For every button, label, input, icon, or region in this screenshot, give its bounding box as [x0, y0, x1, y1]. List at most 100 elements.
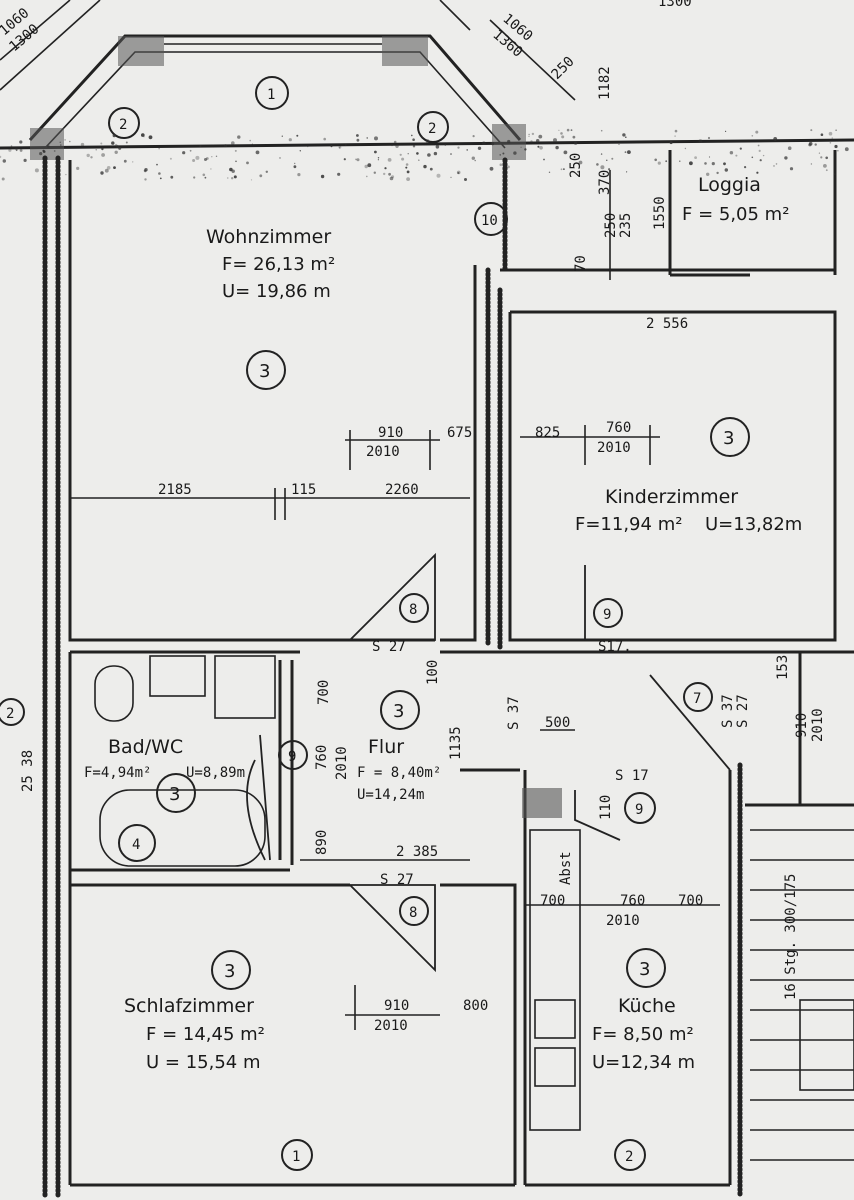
- marker-4-bath: 4: [118, 824, 156, 862]
- speck: [566, 128, 570, 132]
- speck: [297, 173, 301, 177]
- dim-760-k2: 760: [620, 893, 645, 909]
- speck: [47, 145, 50, 148]
- speck: [657, 161, 661, 165]
- speck: [507, 139, 511, 144]
- speck: [299, 150, 301, 152]
- speck: [507, 165, 510, 169]
- loggia-name: Loggia: [698, 174, 761, 196]
- dim-235: 235: [618, 213, 634, 238]
- speck: [76, 166, 80, 170]
- speck: [773, 165, 775, 167]
- speck: [834, 144, 838, 149]
- dim-700-b: 700: [316, 680, 332, 705]
- speck: [729, 151, 734, 155]
- dim-500: 500: [545, 715, 570, 731]
- speck: [377, 159, 379, 161]
- speck: [111, 141, 115, 145]
- kinderzimmer-name: Kinderzimmer: [605, 486, 738, 508]
- dim-2010-w: 2010: [366, 444, 400, 460]
- speck: [234, 149, 237, 152]
- room-marker-kinderzimmer: 3: [710, 417, 750, 457]
- door-code-s27-bot: S 27: [380, 872, 414, 888]
- speck: [457, 172, 460, 174]
- speck: [204, 158, 207, 161]
- speck: [374, 150, 377, 154]
- speck: [457, 146, 460, 149]
- speck: [115, 145, 119, 149]
- dim-2385: 2 385: [396, 844, 438, 860]
- speck: [69, 140, 71, 143]
- speck: [412, 145, 416, 148]
- speck: [499, 163, 503, 166]
- speck: [553, 138, 557, 143]
- walls: [42, 150, 854, 1198]
- svg-text:1: 1: [267, 87, 275, 103]
- speck: [831, 137, 834, 139]
- marker-2-side: 2: [0, 698, 25, 726]
- svg-text:9: 9: [603, 607, 611, 623]
- speck: [411, 134, 413, 137]
- speck: [707, 136, 711, 140]
- dim-800: 800: [463, 998, 488, 1014]
- speck: [499, 154, 501, 156]
- dim-250-b: 250: [568, 153, 584, 178]
- svg-text:10: 10: [481, 213, 498, 229]
- speck: [471, 156, 475, 160]
- speck: [823, 164, 827, 168]
- svg-text:3: 3: [639, 959, 650, 980]
- svg-text:7: 7: [693, 691, 701, 707]
- dim-2010-b: 2010: [334, 746, 350, 780]
- speck: [210, 168, 212, 170]
- speck: [820, 156, 823, 159]
- speck: [762, 154, 765, 157]
- svg-text:3: 3: [393, 701, 404, 722]
- speck: [531, 132, 535, 136]
- speck: [204, 176, 207, 179]
- speck: [538, 134, 543, 139]
- svg-text:4: 4: [132, 837, 140, 853]
- speck: [429, 167, 433, 171]
- speck: [395, 144, 399, 148]
- speck: [148, 135, 153, 140]
- facade-line: [0, 138, 854, 150]
- speck: [543, 158, 545, 161]
- schlafzimmer-name: Schlafzimmer: [124, 995, 254, 1017]
- speck: [472, 135, 475, 138]
- speck: [739, 147, 742, 150]
- speck: [246, 161, 249, 165]
- svg-text:9: 9: [288, 749, 296, 765]
- dim-700-k1: 700: [540, 893, 565, 909]
- speck: [237, 135, 241, 139]
- speck: [563, 168, 565, 171]
- kinderzimmer-perimeter: U=13,82m: [705, 514, 802, 535]
- svg-text:8: 8: [409, 905, 417, 921]
- speck: [528, 133, 530, 136]
- speck: [366, 175, 368, 178]
- marker-7: 7: [683, 682, 713, 712]
- speck: [199, 145, 202, 148]
- speck: [95, 149, 97, 151]
- dim-s27-a: S 27: [735, 694, 751, 728]
- speck: [561, 135, 565, 139]
- speck: [259, 174, 263, 178]
- speck: [144, 178, 147, 181]
- speck: [406, 170, 410, 174]
- speck: [548, 171, 551, 173]
- speck: [751, 156, 754, 159]
- speck: [383, 172, 386, 176]
- speck: [10, 145, 13, 147]
- speck: [530, 140, 533, 143]
- speck: [618, 143, 620, 145]
- scan-noise: [0, 128, 849, 182]
- speck: [416, 152, 419, 155]
- speck: [118, 146, 122, 150]
- speck: [337, 172, 341, 176]
- room-marker-flur: 3: [380, 690, 420, 730]
- staircase: 16 Stg. 300/175: [750, 829, 854, 1161]
- svg-text:2: 2: [428, 121, 436, 137]
- schlafzimmer-perimeter: U = 15,54 m: [146, 1052, 261, 1073]
- speck: [114, 150, 118, 154]
- speck: [281, 135, 283, 137]
- speck: [405, 163, 409, 166]
